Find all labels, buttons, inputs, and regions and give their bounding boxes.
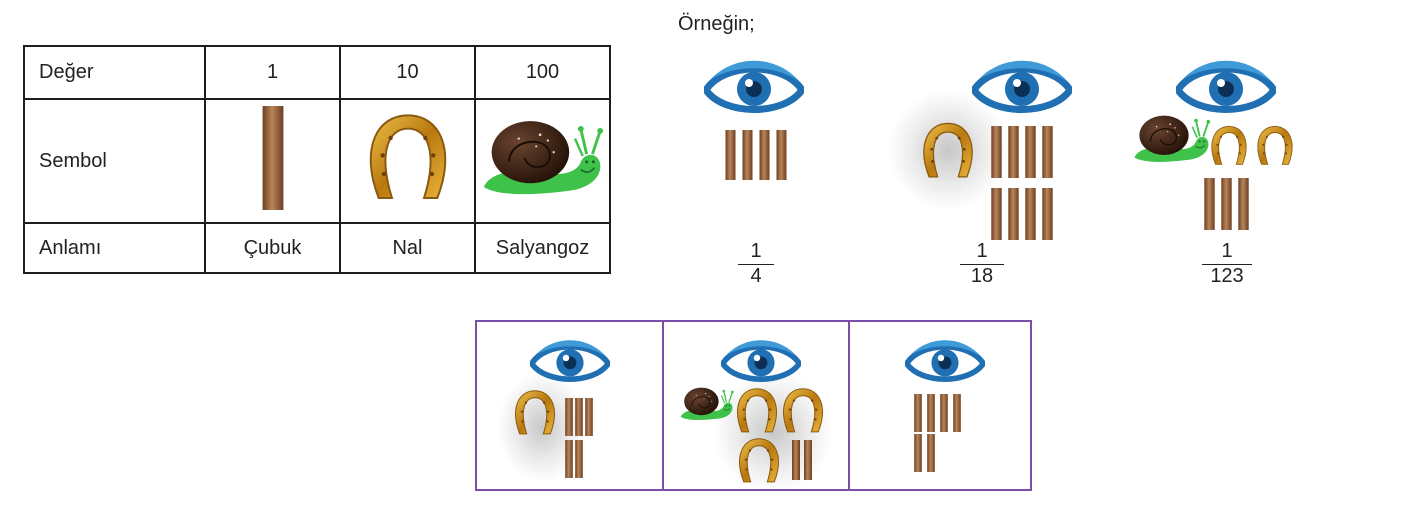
value-row: Değer 1 10 100 [23,45,611,100]
divider [662,322,664,489]
meaning-cell-snail: Salyangoz [474,222,611,274]
value-cell-horseshoe: 10 [339,45,476,100]
horseshoe-icon [783,388,823,433]
stick-group [792,440,812,480]
fraction-denominator: 123 [1210,265,1244,287]
stick-group [914,394,961,432]
examples-intro: Örneğin; [678,13,755,35]
stick-group [991,126,1053,178]
fraction-bar [738,264,774,265]
eye-icon [721,338,801,386]
horseshoe-icon [737,388,777,433]
eye-icon [530,338,610,386]
meaning-cell-horseshoe: Nal [339,222,476,274]
stick-group [914,434,935,472]
exercise-cell-2 [663,322,848,492]
horseshoe-icon [369,114,446,200]
fraction-denominator: 4 [750,265,762,287]
meaning-header: Anlamı [23,222,206,274]
symbol-row: Sembol [23,98,611,224]
horseshoe-icon [515,390,555,435]
exercise-cell-3 [849,322,1032,489]
fraction-denominator: 18 [970,265,994,287]
snail-icon [680,386,735,421]
example-3-fraction: 1 123 [1202,240,1252,288]
eye-icon [972,58,1072,118]
meaning-cell-stick: Çubuk [204,222,341,274]
horseshoe-icon [1211,125,1247,165]
eye-icon [1176,58,1276,118]
fraction-numerator: 1 [750,240,762,262]
fraction-bar [960,264,1004,265]
legend-table: Değer 1 10 100 Sembol Anlamı Çubuk Nal S… [23,45,611,274]
eye-icon [704,58,804,118]
stick-icon [262,106,283,210]
example-2 [915,58,1085,248]
value-header: Değer [23,45,206,100]
value-cell-snail: 100 [474,45,611,100]
snail-icon [1133,114,1212,163]
symbol-cell-snail [474,98,611,224]
example-2-fraction: 1 18 [960,240,1004,288]
example-1-fraction: 1 4 [738,240,774,288]
fraction-numerator: 1 [1221,240,1233,262]
stick-group [1204,178,1249,230]
eye-icon [905,338,985,386]
symbol-header: Sembol [23,98,206,224]
snail-icon [481,119,605,196]
horseshoe-icon [739,438,779,483]
example-3 [1130,58,1310,238]
stick-group [565,440,583,478]
value-cell-stick: 1 [204,45,341,100]
exercise-cell-1 [477,322,662,489]
horseshoe-icon [923,122,973,178]
exercise-box [475,320,1032,492]
shadow [888,90,1008,210]
symbol-cell-horseshoe [339,98,476,224]
stick-group [725,130,787,180]
stick-group [565,398,593,436]
example-1 [700,58,810,188]
divider [848,322,850,489]
horseshoe-icon [1257,125,1293,165]
fraction-bar [1202,264,1252,265]
symbol-cell-stick [204,98,341,224]
fraction-numerator: 1 [976,240,988,262]
meaning-row: Anlamı Çubuk Nal Salyangoz [23,222,611,274]
stick-group [991,188,1053,240]
